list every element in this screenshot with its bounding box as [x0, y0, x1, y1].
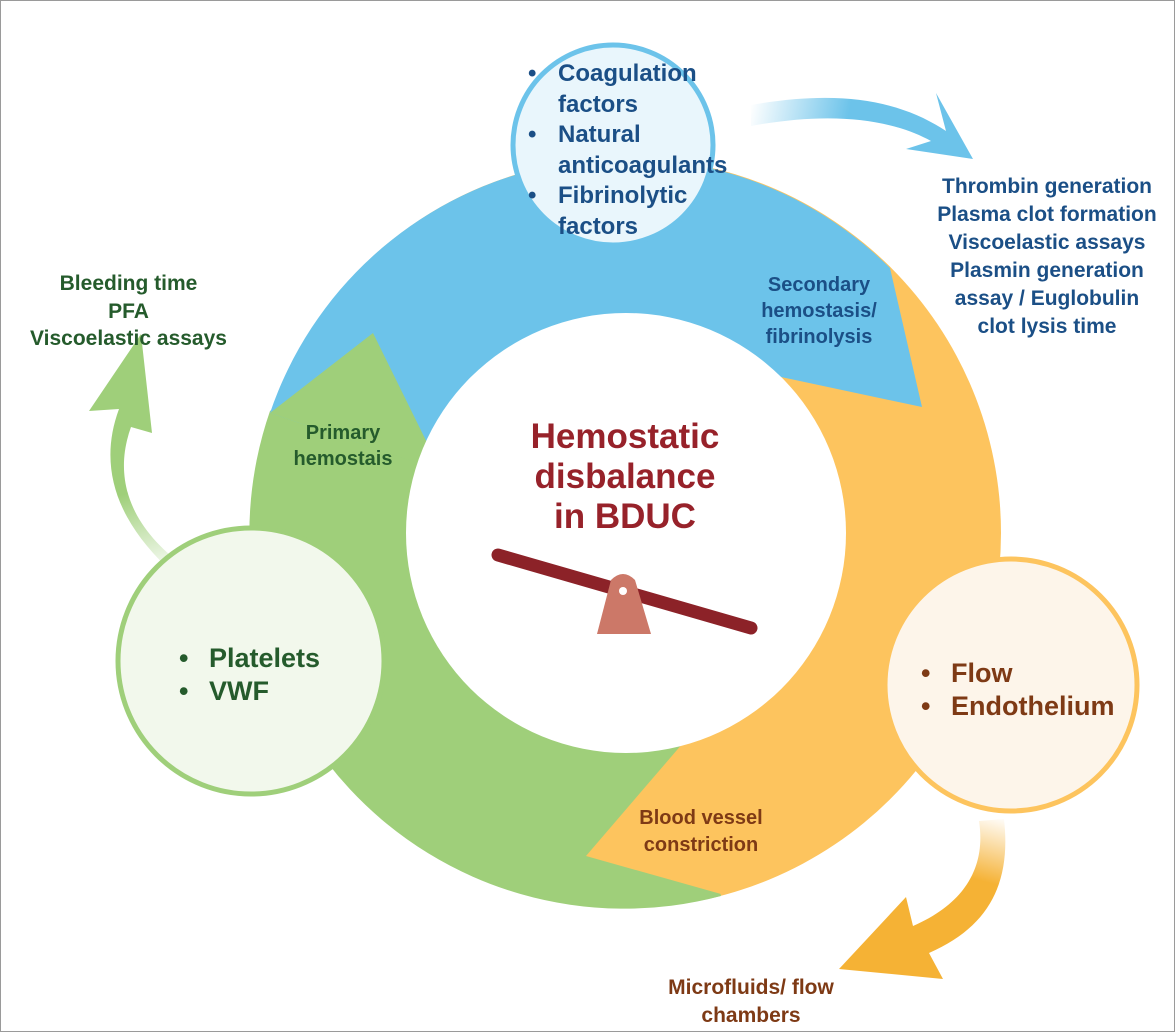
test-line: Viscoelastic assays: [30, 327, 227, 350]
coagulation-components-list: Coagulation factors Natural anticoagulants…: [528, 59, 727, 242]
vessel-pointer: [586, 743, 761, 894]
test-line: Microfluids/ flow: [668, 976, 834, 999]
label-line: hemostais: [293, 448, 393, 470]
secondary-hemostasis-label: Secondary hemostasis/ fibrinolysis: [734, 272, 904, 350]
list-item: VWF: [179, 675, 320, 708]
title-line: Hemostatic: [530, 417, 720, 456]
test-line: Plasmin generation: [950, 259, 1144, 282]
test-line: Thrombin generation: [942, 175, 1152, 198]
platelet-tests-label: Bleeding time PFA Viscoelastic assays: [1, 270, 256, 353]
test-line: clot lysis time: [977, 315, 1117, 338]
list-item: Endothelium: [921, 690, 1115, 723]
primary-hemostasis-label: Primary hemostais: [283, 420, 403, 472]
label-line: Blood vessel: [639, 807, 763, 829]
natural-anticoagulants-line2: anticoagulants: [558, 151, 728, 179]
test-line: Plasma clot formation: [937, 203, 1157, 226]
list-item: Natural anticoagulants: [528, 120, 727, 181]
platelet-pointer: [270, 333, 441, 471]
center-title: Hemostatic disbalance in BDUC: [475, 417, 775, 537]
fibrinolytic-factors-line1: Fibrinolytic: [558, 182, 688, 209]
vessel-constriction-label: Blood vessel constriction: [611, 805, 791, 859]
title-line: disbalance: [534, 457, 716, 496]
natural-anticoagulants-line1: Natural: [558, 121, 641, 148]
label-line: fibrinolysis: [765, 326, 873, 348]
label-line: constriction: [643, 834, 759, 856]
fibrinolytic-factors-line2: factors: [558, 212, 639, 240]
list-item: Platelets: [179, 642, 320, 675]
list-item: Flow: [921, 657, 1115, 690]
coagulation-tests-arrow: [751, 93, 973, 159]
list-item: Coagulation factors: [528, 59, 727, 120]
vascular-tests-arrow: [839, 819, 1006, 979]
test-line: chambers: [701, 1004, 801, 1027]
label-line: Secondary: [767, 274, 871, 296]
title-line: in BDUC: [554, 497, 696, 536]
test-line: assay / Euglobulin: [954, 287, 1140, 310]
test-line: Viscoelastic assays: [948, 231, 1146, 254]
label-line: hemostasis/: [761, 300, 877, 322]
coagulation-factors-line2: factors: [558, 90, 639, 118]
list-item: Fibrinolytic factors: [528, 181, 727, 242]
vascular-tests-label: Microfluids/ flow chambers: [621, 974, 881, 1030]
platelet-components-list: Platelets VWF: [179, 642, 320, 708]
seesaw-icon: [491, 548, 758, 635]
label-line: Primary: [305, 422, 381, 444]
platelet-tests-arrow: [89, 334, 184, 573]
coagulation-factors-line1: Coagulation: [558, 60, 697, 87]
center-disc: [406, 313, 846, 753]
coagulation-tests-label: Thrombin generation Plasma clot formatio…: [916, 173, 1174, 341]
vascular-components-list: Flow Endothelium: [921, 657, 1115, 723]
test-line: Bleeding time: [59, 272, 198, 295]
test-line: PFA: [108, 299, 149, 323]
